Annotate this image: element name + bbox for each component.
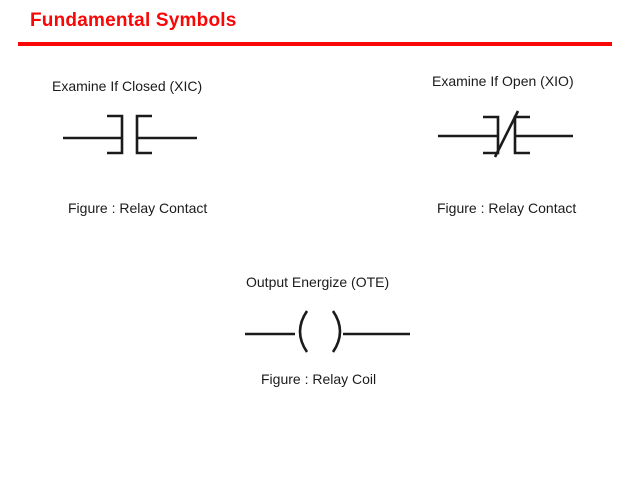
ote-figure-caption: Figure : Relay Coil [261, 371, 377, 387]
title-underline-rule [18, 42, 612, 46]
xic-figure-caption: Figure : Relay Contact [68, 200, 208, 216]
xic-figure-label: Examine If Closed (XIC) [52, 78, 203, 94]
normally-closed-contact-icon [438, 106, 573, 160]
xio-figure-caption: Figure : Relay Contact [437, 200, 577, 216]
xio-figure-label: Examine If Open (XIO) [432, 73, 574, 89]
normally-open-contact-icon [63, 112, 197, 157]
page-title: Fundamental Symbols [30, 10, 237, 31]
relay-coil-icon [245, 308, 410, 360]
ote-figure-label: Output Energize (OTE) [246, 274, 390, 290]
